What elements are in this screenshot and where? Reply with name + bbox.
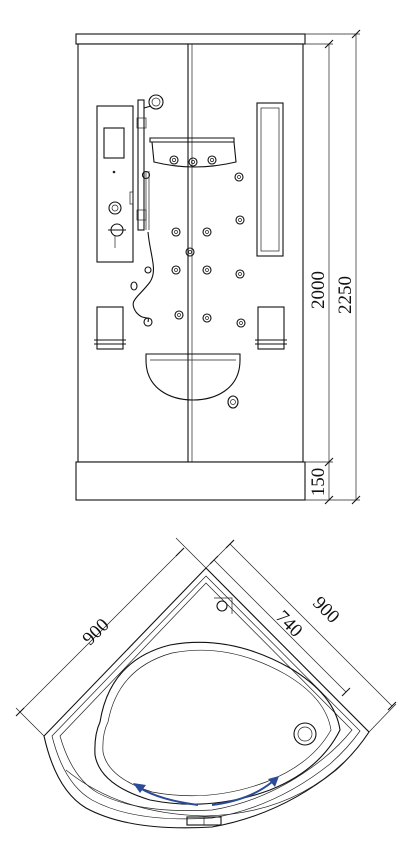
slide-arrow-right-head-icon — [268, 776, 279, 787]
corner-fixture — [216, 600, 228, 612]
top-view — [43, 567, 370, 829]
display-screen — [103, 127, 125, 159]
base-height-label: 150 — [308, 468, 329, 497]
right-side-width-label: 900 — [308, 593, 343, 628]
control-knob — [108, 201, 122, 215]
cabin-base-tray — [75, 461, 306, 501]
shower-rail — [137, 99, 145, 231]
folding-seat — [145, 353, 241, 401]
left-side-width-label: 900 — [79, 615, 114, 650]
cabin-height-label: 2000 — [308, 271, 329, 309]
inner-basin — [94, 641, 341, 805]
shower-hose — [132, 231, 154, 323]
total-height-label: 2250 — [335, 276, 356, 314]
drain-icon — [293, 722, 317, 746]
slide-arrow-right-icon — [211, 781, 273, 806]
cabin-top-cap — [75, 33, 306, 45]
slide-arrow-left-head-icon — [133, 783, 146, 793]
right-holder — [255, 306, 287, 350]
shower-head-icon — [148, 94, 164, 110]
massage-jets — [171, 172, 246, 328]
sliding-door-track — [65, 761, 345, 817]
door-handle — [227, 395, 239, 409]
slide-arrow-left-icon — [139, 787, 199, 806]
left-holder — [94, 306, 126, 350]
inner-side-width-label: 740 — [271, 607, 306, 642]
front-view — [75, 33, 306, 501]
height-dimensions: 2000 2250 150 — [305, 29, 361, 505]
